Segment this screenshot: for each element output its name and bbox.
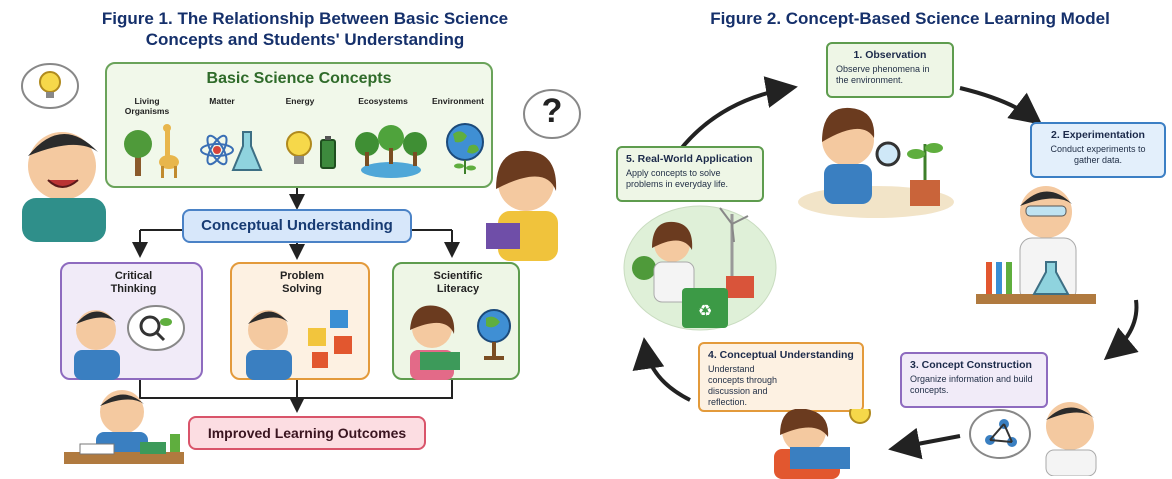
girl-magnifier-plant-illustration bbox=[798, 107, 954, 218]
improved-learning-outcomes-label: Improved Learning Outcomes bbox=[207, 425, 407, 441]
boy-with-idea-illustration bbox=[21, 63, 106, 242]
girl-reading-idea-illustration bbox=[774, 409, 871, 479]
step-observation-title: 1. Observation bbox=[853, 49, 927, 61]
question-thought-bubble bbox=[523, 89, 581, 139]
step-experimentation-title: 2. Experimentation bbox=[1051, 129, 1145, 141]
concepts-box-title: Basic Science Concepts bbox=[206, 70, 392, 87]
step-concept-construction-text: Organize information and build concepts. bbox=[910, 374, 1033, 395]
cycle-arrow-4-to-5 bbox=[632, 337, 691, 402]
concept-label-living-organisms: Living Organisms bbox=[124, 96, 170, 116]
girl-recycling-illustration: ♻ bbox=[623, 205, 777, 331]
atom-flask-icon bbox=[200, 131, 263, 171]
reading-girl-illustration bbox=[410, 305, 511, 380]
figure2-title: Figure 2. Concept-Based Science Learning… bbox=[710, 9, 1110, 28]
problem-solving-box: Problem Solving bbox=[230, 262, 370, 380]
problem-solving-label: Problem Solving bbox=[279, 270, 324, 295]
critical-thinking-box: Critical Thinking bbox=[60, 262, 203, 380]
critical-thinking-label: Critical Thinking bbox=[110, 270, 157, 295]
thinking-boy-illustration bbox=[74, 305, 185, 380]
earth-plant-icon bbox=[446, 123, 484, 174]
figure1-title-line2: Concepts and Students' Understanding bbox=[145, 30, 465, 49]
step-concept-construction-title: 3. Concept Construction bbox=[910, 359, 1032, 371]
conceptual-understanding-label: Conceptual Understanding bbox=[201, 217, 393, 234]
step-real-world-application-box: 5. Real-World Application Apply concepts… bbox=[616, 146, 764, 202]
figure1-title-line1: Figure 1. The Relationship Between Basic… bbox=[101, 9, 509, 28]
tree-giraffe-icon bbox=[124, 124, 179, 178]
cycle-arrow-1-to-2 bbox=[959, 86, 1043, 125]
boy-concept-map-illustration bbox=[969, 402, 1097, 476]
step-conceptual-understanding-title: 4. Conceptual Understanding bbox=[708, 349, 854, 361]
lightbulb-battery-icon bbox=[286, 131, 336, 169]
boy-experiment-illustration bbox=[976, 186, 1096, 304]
question-mark-icon: ? bbox=[541, 92, 563, 130]
step-concept-construction-box: 3. Concept Construction Organize informa… bbox=[900, 352, 1048, 408]
cycle-arrow-3-to-4 bbox=[888, 427, 961, 460]
girl-with-book-illustration bbox=[486, 150, 558, 261]
student-at-desk-illustration bbox=[64, 390, 184, 464]
step-real-world-application-text: Apply concepts to solve problems in ever… bbox=[626, 168, 729, 189]
forest-pond-icon bbox=[355, 125, 427, 178]
cycle-arrow-2-to-3 bbox=[1103, 299, 1139, 361]
step-experimentation-box: 2. Experimentation Conduct experiments t… bbox=[1030, 122, 1166, 178]
step-observation-text: Observe phenomena in the environment. bbox=[836, 64, 930, 85]
concept-label-matter: Matter bbox=[209, 96, 235, 106]
conceptual-understanding-box: Conceptual Understanding bbox=[182, 209, 412, 243]
step-observation-box: 1. Observation Observe phenomena in the … bbox=[826, 42, 954, 98]
figure1-title: Figure 1. The Relationship Between Basic… bbox=[60, 8, 550, 50]
svg-text:♻: ♻ bbox=[698, 301, 712, 320]
concept-label-energy: Energy bbox=[285, 96, 315, 106]
step-conceptual-understanding-box: 4. Conceptual Understanding Understand c… bbox=[698, 342, 864, 412]
scientific-literacy-box: Scientific Literacy bbox=[392, 262, 520, 380]
step-experimentation-text: Conduct experiments to gather data. bbox=[1050, 144, 1146, 165]
scientific-literacy-label: Scientific Literacy bbox=[433, 270, 483, 295]
step-real-world-application-title: 5. Real-World Application bbox=[626, 153, 753, 165]
improved-learning-outcomes-box: Improved Learning Outcomes bbox=[188, 416, 426, 450]
step-conceptual-understanding-text: Understand concepts through discussion a… bbox=[708, 364, 778, 407]
concept-label-ecosystems: Ecosystems bbox=[358, 96, 408, 106]
cycle-arrow-5-to-1 bbox=[678, 76, 798, 152]
concept-label-environment: Environment bbox=[432, 96, 484, 106]
puzzle-boy-illustration bbox=[246, 310, 352, 380]
basic-science-concepts-box: Basic Science Concepts Living Organisms … bbox=[105, 62, 493, 188]
